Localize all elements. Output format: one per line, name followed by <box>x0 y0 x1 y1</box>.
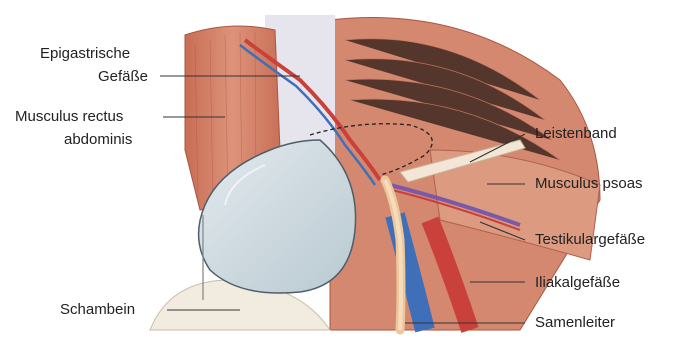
label-epigastric-line2: Gefäße <box>98 67 148 86</box>
label-epigastric-line1: Epigastrische <box>40 44 130 63</box>
label-iliakal: Iliakalgefäße <box>535 273 620 292</box>
label-leistenband: Leistenband <box>535 124 617 143</box>
label-psoas: Musculus psoas <box>535 174 643 193</box>
label-samenleiter: Samenleiter <box>535 313 615 332</box>
label-testikular: Testikulargefäße <box>535 230 645 249</box>
label-rectus-line2: abdominis <box>64 130 132 149</box>
label-schambein: Schambein <box>60 300 135 319</box>
label-rectus-line1: Musculus rectus <box>15 107 123 126</box>
